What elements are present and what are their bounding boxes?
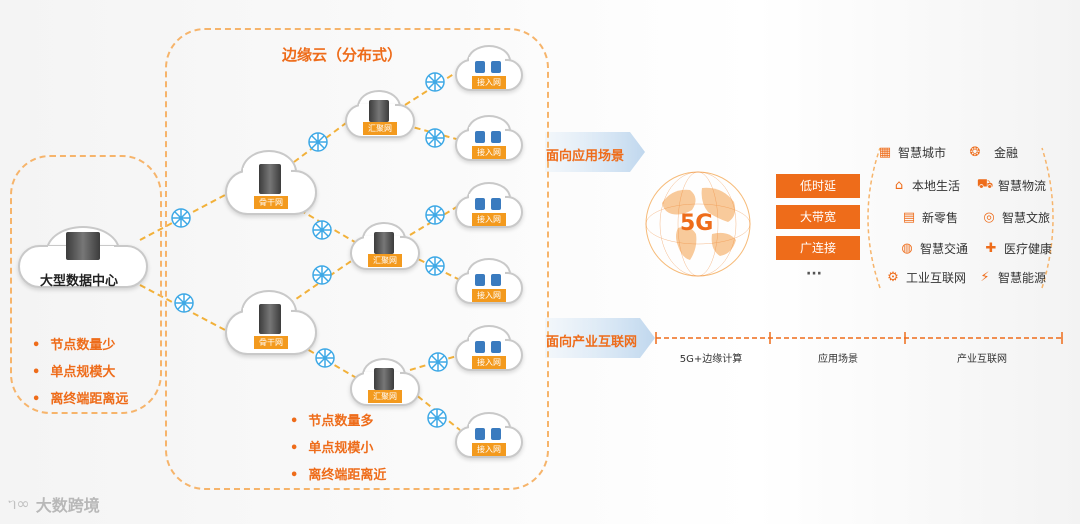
feature-low-latency: 低时延 — [776, 174, 860, 198]
app-industrial-internet: ⚙ 工业互联网 — [884, 268, 966, 286]
axis-label-industry: 产业互联网 — [957, 354, 1007, 365]
app-label: 医疗健康 — [1004, 241, 1053, 256]
app-label: 新零售 — [922, 210, 959, 225]
app-local-life: ⌂ 本地生活 — [890, 176, 960, 194]
gear-icon: ⚙ — [887, 269, 899, 285]
feature-more: ··· — [806, 266, 822, 282]
access-tag: 接入网 — [472, 213, 506, 226]
arrow-app — [545, 132, 645, 172]
feature-bandwidth: 大带宽 — [776, 205, 860, 229]
aggregation-tag: 汇聚网 — [363, 122, 397, 135]
edge-cloud-title: 边缘云（分布式） — [282, 46, 403, 64]
medical-icon: ✚ — [985, 240, 997, 256]
access-cloud: 接入网 — [455, 325, 523, 371]
app-label: 智慧物流 — [998, 178, 1047, 193]
app-label: 智慧城市 — [898, 145, 947, 160]
truck-icon: ⛟ — [976, 176, 994, 192]
network-node-icon — [174, 293, 194, 313]
access-cloud: 接入网 — [455, 258, 523, 304]
watermark-text: 大数跨境 — [35, 496, 100, 515]
network-node-icon — [312, 265, 332, 285]
retail-icon: ▤ — [902, 209, 916, 225]
network-node-icon — [428, 352, 448, 372]
network-node-icon — [425, 72, 445, 92]
backbone-cloud: 骨干网 — [225, 150, 317, 215]
app-bracket — [867, 147, 1054, 289]
backbone-tag: 骨干网 — [254, 196, 288, 209]
traffic-icon: ◍ — [901, 240, 913, 256]
edge-cloud-panel — [165, 28, 549, 490]
app-smart-traffic: ◍ 智慧交通 — [898, 239, 968, 257]
aggregation-tag: 汇聚网 — [368, 254, 402, 267]
network-node-icon — [425, 256, 445, 276]
arrow-app-label: 面向应用场景 — [546, 149, 625, 164]
network-node-icon — [312, 220, 332, 240]
app-smart-logistics: ⛟ 智慧物流 — [976, 176, 1046, 194]
access-cloud: 接入网 — [455, 45, 523, 91]
finance-icon: ❂ — [969, 144, 981, 160]
arrow-industry — [545, 318, 655, 358]
access-tag: 接入网 — [472, 146, 506, 159]
network-node-icon — [308, 132, 328, 152]
watermark: ᥐ∞ 大数跨境 — [8, 492, 100, 516]
bullet-item: 单点规模小 — [290, 435, 386, 462]
globe-5g-icon — [645, 171, 751, 277]
app-label: 智慧交通 — [920, 241, 969, 256]
aggregation-cloud: 汇聚网 — [350, 222, 420, 270]
city-icon: ▦ — [878, 144, 892, 160]
access-tag: 接入网 — [472, 289, 506, 302]
app-smart-city: ▦ 智慧城市 — [876, 143, 946, 161]
bullet-item: 节点数量多 — [290, 408, 386, 435]
backbone-cloud: 骨干网 — [225, 290, 317, 355]
datacenter-panel — [10, 155, 162, 414]
backbone-tag: 骨干网 — [254, 336, 288, 349]
network-node-icon — [425, 128, 445, 148]
aggregation-tag: 汇聚网 — [368, 390, 402, 403]
arrow-industry-label: 面向产业互联网 — [546, 335, 638, 350]
shop-icon: ⌂ — [894, 177, 904, 193]
network-node-icon — [315, 348, 335, 368]
datacenter-cloud-icon — [18, 226, 148, 288]
globe-label: 5G — [680, 211, 714, 236]
edge-bullets: 节点数量多 单点规模小 离终端距离近 — [290, 408, 386, 489]
access-cloud: 接入网 — [455, 115, 523, 161]
aggregation-cloud: 汇聚网 — [345, 90, 415, 138]
bullet-item: 离终端距离近 — [290, 462, 386, 489]
app-label: 工业互联网 — [906, 270, 967, 285]
bullet-item: 离终端距离远 — [32, 386, 128, 413]
network-node-icon — [425, 205, 445, 225]
access-tag: 接入网 — [472, 356, 506, 369]
axis-label-edge: 5G+边缘计算 — [679, 354, 743, 365]
network-node-icon — [171, 208, 191, 228]
app-smart-energy: ⚡ 智慧能源 — [976, 268, 1046, 286]
access-tag: 接入网 — [472, 443, 506, 456]
access-cloud: 接入网 — [455, 412, 523, 458]
watermark-logo-icon: ᥐ∞ — [8, 494, 30, 513]
app-finance: ❂ 金融 — [966, 143, 1018, 161]
energy-icon: ⚡ — [980, 269, 990, 285]
datacenter-label: 大型数据中心 — [40, 274, 119, 289]
access-cloud: 接入网 — [455, 182, 523, 228]
app-smart-tourism: ◎ 智慧文旅 — [980, 208, 1050, 226]
tourism-icon: ◎ — [983, 209, 995, 225]
app-new-retail: ▤ 新零售 — [900, 208, 958, 226]
axis-label-scenarios: 应用场景 — [818, 354, 858, 365]
app-label: 智慧文旅 — [1002, 210, 1051, 225]
feature-connection: 广连接 — [776, 236, 860, 260]
app-label: 本地生活 — [912, 178, 961, 193]
bullet-item: 单点规模大 — [32, 359, 128, 386]
datacenter-bullets: 节点数量少 单点规模大 离终端距离远 — [32, 332, 128, 413]
network-node-icon — [427, 408, 447, 428]
app-label: 智慧能源 — [998, 270, 1047, 285]
app-medical: ✚ 医疗健康 — [982, 239, 1052, 257]
app-label: 金融 — [994, 145, 1019, 160]
aggregation-cloud: 汇聚网 — [350, 358, 420, 406]
bullet-item: 节点数量少 — [32, 332, 128, 359]
access-tag: 接入网 — [472, 76, 506, 89]
